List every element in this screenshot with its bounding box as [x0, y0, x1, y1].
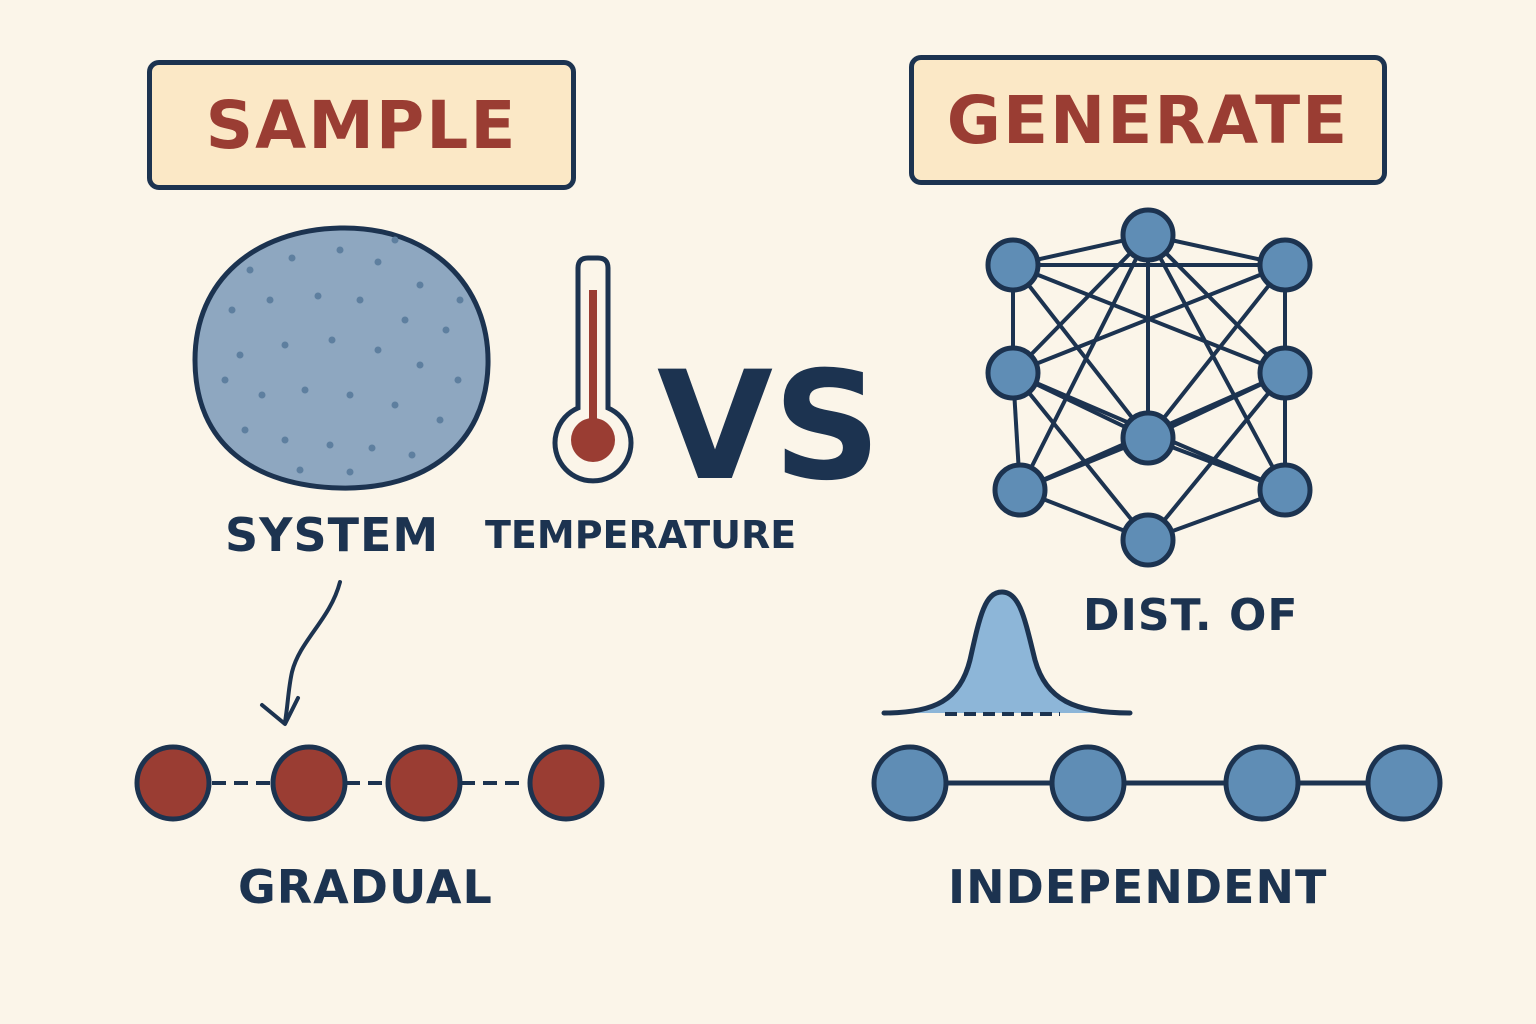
- generate-banner: GENERATE: [909, 55, 1387, 185]
- chain-node: [1223, 744, 1301, 822]
- system-label: SYSTEM: [225, 508, 440, 562]
- chain-node: [1365, 744, 1443, 822]
- network-node: [992, 462, 1048, 518]
- network-edge: [1011, 263, 1150, 440]
- sample-banner: SAMPLE: [147, 60, 576, 190]
- network-node: [985, 237, 1041, 293]
- gradual-label: GRADUAL: [238, 860, 493, 914]
- independent-label: INDEPENDENT: [948, 860, 1328, 914]
- chain-node: [1049, 744, 1127, 822]
- temperature-label: TEMPERATURE: [485, 513, 797, 557]
- network-edge: [1011, 233, 1150, 375]
- network-edge: [1146, 263, 1287, 440]
- independent-chain: [871, 744, 1443, 822]
- gradual-chain: [134, 744, 605, 822]
- sample-title: SAMPLE: [205, 86, 518, 164]
- network-node: [985, 345, 1041, 401]
- network-node: [1120, 207, 1176, 263]
- thermometer-icon: [552, 255, 634, 484]
- network-node: [1257, 345, 1313, 401]
- vs-label: VS: [657, 340, 881, 514]
- generate-title: GENERATE: [946, 81, 1350, 159]
- gaussian-curve-icon: [881, 589, 1133, 716]
- network-edge: [1011, 371, 1150, 542]
- chain-node: [270, 744, 348, 822]
- neural-network-icon: [985, 207, 1313, 568]
- chain-node: [385, 744, 463, 822]
- network-edge: [1146, 371, 1287, 542]
- network-node: [1120, 512, 1176, 568]
- chain-node: [871, 744, 949, 822]
- chain-node: [134, 744, 212, 822]
- system-blob-icon: [192, 225, 491, 491]
- network-node: [1257, 462, 1313, 518]
- network-edge: [1018, 234, 1150, 491]
- dist-of-label: DIST. OF: [1083, 590, 1299, 641]
- network-node: [1120, 410, 1176, 466]
- chain-node: [527, 744, 605, 822]
- network-node: [1257, 237, 1313, 293]
- network-edge: [1146, 233, 1287, 375]
- network-edge: [1146, 234, 1287, 491]
- curved-arrow-icon: [260, 580, 342, 726]
